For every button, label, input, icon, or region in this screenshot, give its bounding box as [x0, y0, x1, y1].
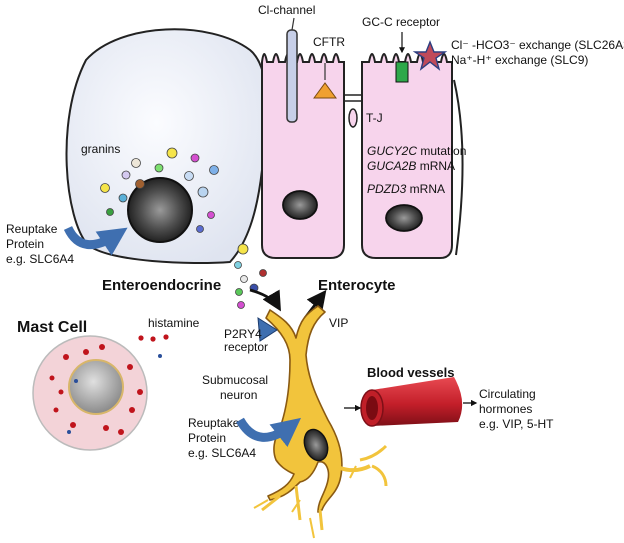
enteroendocrine-label: Enteroendocrine — [102, 277, 221, 294]
mast-cell — [32, 335, 148, 451]
cftr-triangle — [313, 82, 337, 99]
enteroendocrine-cell: granins — [65, 28, 268, 265]
blood-vessel — [360, 377, 463, 427]
mast-cell-nucleus — [68, 359, 124, 415]
enteroendocrine-arrow — [249, 288, 281, 312]
submucosal-label-2: neuron — [220, 388, 257, 402]
submucosal-label-1: Submucosal — [202, 373, 268, 387]
p2ry4-receptor — [257, 317, 278, 342]
enterocyte-nucleus-right — [385, 204, 423, 232]
histamine-granules — [49, 344, 143, 435]
histamine-label: histamine — [148, 316, 200, 330]
circulating-label-2: hormones — [479, 402, 532, 416]
reuptake-left-line1: Reuptake — [6, 222, 58, 236]
blood-vessels-label: Blood vessels — [367, 365, 454, 380]
circulating-label-3: e.g. VIP, 5-HT — [479, 417, 554, 431]
cl-hco3-exchange-label: Cl⁻ -HCO3⁻ exchange (SLC26A3) — [451, 38, 624, 52]
gcc-receptor-label: GC-C receptor — [362, 15, 440, 29]
granins-label: granins — [81, 142, 120, 156]
p2ry4-label-2: receptor — [224, 340, 268, 354]
enterocyte-nucleus-left — [282, 190, 318, 220]
guca2b-label: GUCA2B mRNA — [367, 159, 455, 173]
reuptake-left-line2: Protein — [6, 237, 44, 251]
cl-channel-label: Cl-channel — [258, 3, 315, 17]
na-h-exchange-label: Na⁺-H⁺ exchange (SLC9) — [451, 53, 588, 67]
cftr-label: CFTR — [313, 35, 345, 49]
cl-channel — [286, 17, 298, 123]
reuptake-left-arrow-icon — [63, 225, 128, 256]
neuron-nucleus — [303, 428, 329, 462]
eec-nucleus — [127, 177, 193, 243]
p2ry4-label-1: P2RY4 — [224, 327, 262, 341]
reuptake-neuron-line3: e.g. SLC6A4 — [188, 446, 256, 460]
exchanger-star-icon — [412, 40, 448, 71]
gcc-receptor — [395, 61, 409, 83]
reuptake-neuron-line1: Reuptake — [188, 416, 240, 430]
released-histamine — [138, 334, 169, 358]
circulating-label-1: Circulating — [479, 387, 536, 401]
vip-label: VIP — [329, 316, 348, 330]
pdzd3-label: PDZD3 mRNA — [367, 182, 445, 196]
mast-cell-label: Mast Cell — [17, 319, 87, 336]
tight-junction — [348, 108, 358, 128]
released-molecules — [234, 243, 267, 309]
gucy2c-label: GUCY2C mutation — [367, 144, 466, 158]
granin-granules — [100, 147, 219, 233]
reuptake-neuron-arrow-icon — [236, 417, 302, 448]
tj-label: T-J — [366, 111, 383, 125]
reuptake-left-line3: e.g. SLC6A4 — [6, 252, 74, 266]
enterocyte-cells — [261, 53, 464, 259]
reuptake-neuron-line2: Protein — [188, 431, 226, 445]
enterocyte-label: Enterocyte — [318, 277, 396, 294]
